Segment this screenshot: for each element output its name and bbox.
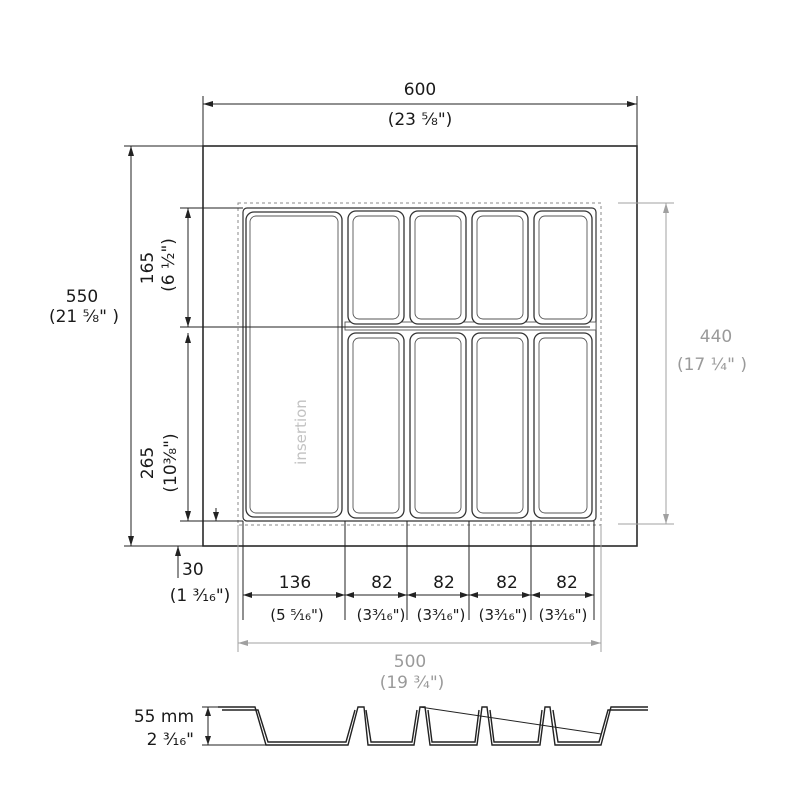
- compartment-width-inch-5: (3³⁄₁₆"): [539, 606, 588, 624]
- insert-depth-dimension: 440 (17 ¼" ): [618, 202, 747, 525]
- compartment-width-mm-1: 136: [279, 573, 311, 593]
- compartment-bottom-2: [409, 332, 467, 519]
- overall-width-dimension: 600 (23 ⅝"): [202, 80, 638, 146]
- compartment-bottom-1: [347, 332, 405, 519]
- overall-depth-mm: 550: [66, 287, 98, 307]
- row-divider: [344, 321, 597, 331]
- compartment-width-mm-4: 82: [496, 573, 518, 593]
- compartment-bottom-4: [533, 332, 593, 519]
- compartment-width-inch-4: (3³⁄₁₆"): [479, 606, 528, 624]
- compartment-width-inch-3: (3³⁄₁₆"): [417, 606, 466, 624]
- bottom-row-depth-mm: 265: [138, 447, 158, 479]
- insert-width-inch: (19 ¾"): [380, 673, 445, 693]
- front-offset-mm: 30: [182, 560, 204, 580]
- compartment-bottom-3: [471, 332, 529, 519]
- front-offset-inch: (1 ³⁄₁₆"): [170, 586, 231, 606]
- insert-label: insertion: [292, 399, 310, 465]
- row-depth-dimensions: 165 (6 ½") 265 (10⅜"): [138, 207, 590, 522]
- compartment-width-inch-2: (3³⁄₁₆"): [357, 606, 406, 624]
- compartment-top-1: [347, 210, 405, 325]
- front-offset-dimension: 30 (1 ³⁄₁₆"): [170, 508, 231, 606]
- overall-width-mm: 600: [404, 80, 436, 100]
- compartment-large: [245, 211, 343, 518]
- profile-height-inch: 2 ³⁄₁₆": [147, 730, 194, 750]
- compartment-width-dimensions: 136 82 82 82 82 (5 ⁵⁄₁₆") (3³⁄₁₆") (3³⁄₁…: [242, 521, 595, 624]
- profile-height-mm: 55 mm: [134, 707, 194, 727]
- compartment-top-4: [533, 210, 593, 325]
- compartment-top-2: [409, 210, 467, 325]
- compartment-top-3: [471, 210, 529, 325]
- insert-tray: insertion: [237, 202, 602, 526]
- compartment-width-mm-5: 82: [556, 573, 578, 593]
- insert-width-dimension: 500 (19 ¾"): [237, 525, 602, 693]
- insert-width-mm: 500: [394, 652, 426, 672]
- compartment-width-inch-1: (5 ⁵⁄₁₆"): [270, 606, 323, 624]
- insert-depth-inch: (17 ¼" ): [677, 355, 747, 375]
- top-row-depth-mm: 165: [138, 252, 158, 284]
- tray-outline: [237, 202, 602, 526]
- top-row-depth-inch: (6 ½"): [159, 238, 179, 292]
- compartment-width-mm-2: 82: [371, 573, 393, 593]
- overall-depth-inch: (21 ⅝" ): [49, 307, 119, 327]
- insert-depth-mm: 440: [700, 327, 732, 347]
- overall-width-inch: (23 ⅝"): [388, 110, 453, 130]
- compartment-width-mm-3: 82: [433, 573, 455, 593]
- overall-depth-dimension: 550 (21 ⅝" ): [49, 145, 203, 547]
- profile-height-dimension: 55 mm 2 ³⁄₁₆": [134, 706, 266, 750]
- cross-section-profile: [218, 706, 648, 746]
- bottom-row-depth-inch: (10⅜"): [161, 433, 181, 492]
